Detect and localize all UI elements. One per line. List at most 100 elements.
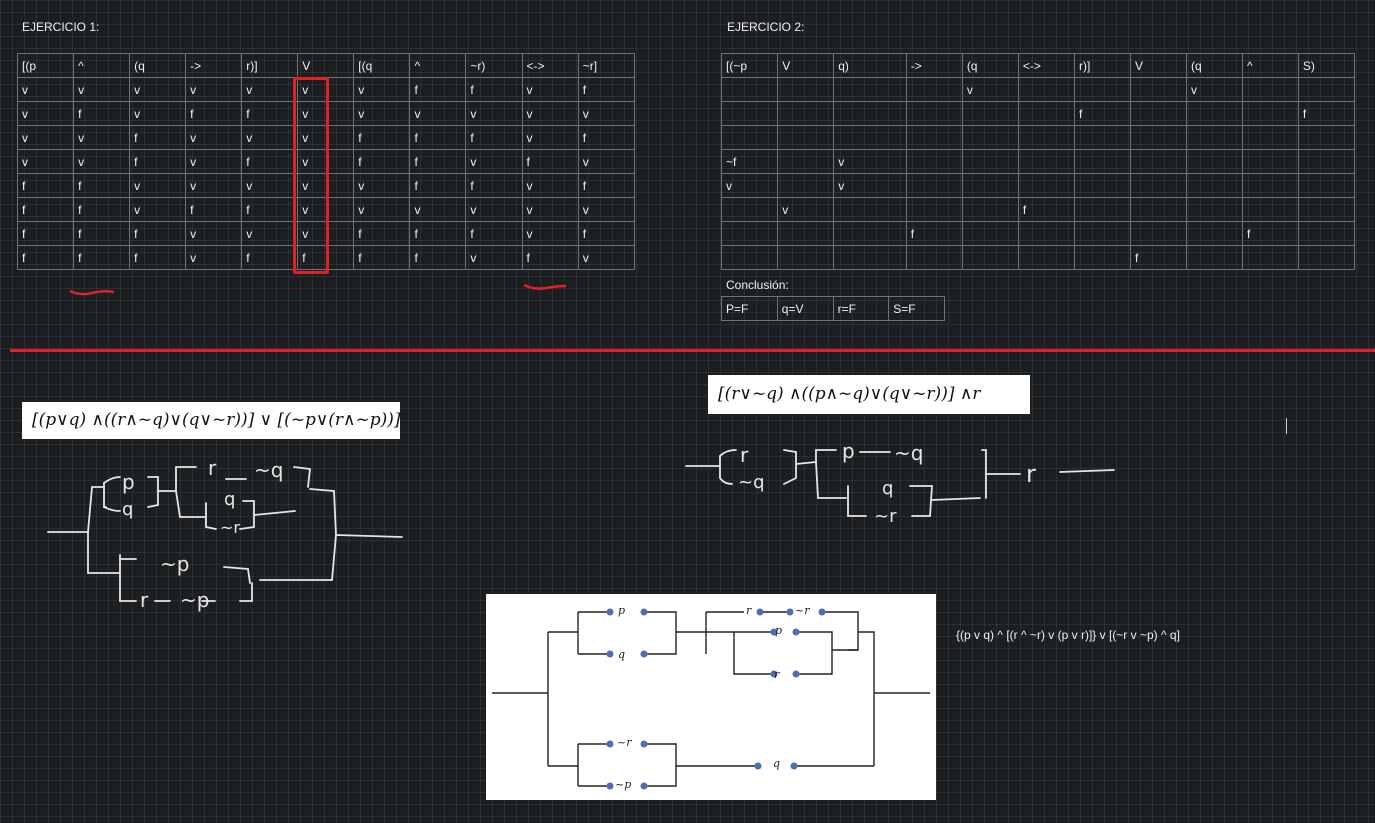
ex1-cell: v — [241, 77, 299, 102]
ex2-cell — [961, 221, 1019, 246]
ex2-cell: ^ — [1242, 53, 1299, 78]
ex1-cell: ^ — [409, 53, 467, 78]
ex2-conclusion-cell: P=F — [721, 296, 778, 321]
hand-circuit-right: r ~q p ~q q ~r r — [685, 439, 1115, 527]
ex1-cell: f — [241, 197, 299, 222]
ex1-cell: f — [409, 77, 467, 102]
ex1-title: EJERCICIO 1: — [22, 20, 100, 34]
ex2-cell — [1242, 173, 1299, 198]
ex2-cell: f — [1017, 197, 1076, 222]
ex2-cell: f — [1074, 101, 1132, 126]
ex2-cell — [961, 197, 1019, 222]
ex2-row — [720, 125, 1356, 150]
ex1-cell: v — [521, 197, 579, 222]
ex1-cell: v — [185, 125, 243, 150]
ex2-cell — [1242, 149, 1299, 174]
ex2-cell — [777, 173, 835, 198]
ex2-conclusion-cell: q=V — [776, 296, 834, 321]
circuit-label-r: r — [746, 604, 752, 617]
ex2-cell: ~f — [720, 149, 779, 174]
circuit-diagram: p q r ~r p r ~r ~p q — [486, 594, 936, 800]
ex2-cell — [833, 221, 907, 246]
ex1-cell: v — [353, 197, 411, 222]
ex1-cell: f — [577, 221, 636, 246]
ex1-cell: f — [241, 245, 299, 270]
ex1-cell: v — [185, 149, 243, 174]
ex1-cell: f — [16, 245, 75, 270]
ex1-cell: ^ — [73, 53, 131, 78]
ex2-cell — [961, 125, 1019, 150]
ex1-cell: v — [521, 77, 579, 102]
ex1-cell: f — [353, 125, 411, 150]
ex2-cell: v — [1185, 77, 1244, 102]
ex1-cell: f — [409, 173, 467, 198]
ex2-cell — [1185, 173, 1244, 198]
ex2-cell — [1242, 245, 1299, 270]
ex1-cell: v — [16, 77, 75, 102]
ex2-cell: v — [777, 197, 835, 222]
ex1-cell: v — [129, 173, 187, 198]
ex1-cell: v — [16, 125, 75, 150]
ex1-cell: f — [241, 101, 299, 126]
circuit-label-p2: p — [775, 624, 782, 637]
ex2-cell: V — [777, 53, 835, 78]
ex2-cell — [720, 245, 779, 270]
ex2-cell: (q — [1185, 53, 1244, 78]
ex2-cell — [1130, 125, 1187, 150]
hand-circuit-left: p q r ~q q ~r ~p r ~p — [47, 456, 403, 612]
ex2-cell — [961, 149, 1019, 174]
ex1-cell: v — [185, 245, 243, 270]
hand-left-r: r — [208, 456, 217, 480]
ex1-row: [(p^(q->r)]V[(q^~r)<->~r] — [16, 53, 636, 78]
ex1-cell: f — [73, 197, 131, 222]
ex2-title: EJERCICIO 2: — [727, 20, 805, 34]
ex1-cell: f — [465, 125, 523, 150]
ex1-cell: v — [241, 125, 299, 150]
ex1-cell: v — [465, 197, 523, 222]
ex2-cell: v — [961, 77, 1019, 102]
ex1-cell: v — [521, 125, 579, 150]
hand-left-not-p2: ~p — [180, 588, 209, 612]
ex1-cell: f — [73, 101, 131, 126]
ex2-cell — [1242, 101, 1299, 126]
ex2-cell — [720, 77, 779, 102]
ex2-cell: v — [833, 173, 907, 198]
section-divider — [10, 349, 1375, 352]
ex1-cell: v — [16, 149, 75, 174]
circuit-label-not-r2: ~r — [617, 736, 632, 749]
ex2-cell — [1297, 173, 1356, 198]
hand-left-not-p: ~p — [160, 552, 189, 576]
ex1-cell: f — [577, 173, 636, 198]
ex2-cell — [961, 101, 1019, 126]
ex1-cell: -> — [185, 53, 243, 78]
ex1-cell: f — [465, 221, 523, 246]
ex1-cell: f — [409, 149, 467, 174]
ex1-cell: v — [465, 101, 523, 126]
ex1-cell: v — [521, 173, 579, 198]
formula-text: {(p v q) ^ [(r ^ ~r) v (p v r)]} v [(~r … — [956, 628, 1180, 642]
ex2-cell: S) — [1297, 53, 1356, 78]
ex1-cell: v — [185, 173, 243, 198]
ex2-cell — [833, 125, 907, 150]
ex1-cell: v — [73, 77, 131, 102]
ex1-cell: v — [521, 101, 579, 126]
ex1-cell: v — [465, 245, 523, 270]
ex1-cell: v — [353, 77, 411, 102]
ex1-cell: v — [297, 221, 355, 246]
ex1-cell: f — [353, 245, 411, 270]
ex2-cell — [1297, 149, 1356, 174]
ex1-cell: f — [409, 245, 467, 270]
ex2-cell — [1297, 77, 1356, 102]
ex2-cell — [1074, 245, 1132, 270]
ex2-cell — [777, 77, 835, 102]
ex2-cell: v — [833, 149, 907, 174]
ex2-cell — [1074, 149, 1132, 174]
ex1-cell: v — [297, 101, 355, 126]
ex1-cell: v — [577, 197, 636, 222]
hand-left-r2: r — [140, 588, 149, 612]
